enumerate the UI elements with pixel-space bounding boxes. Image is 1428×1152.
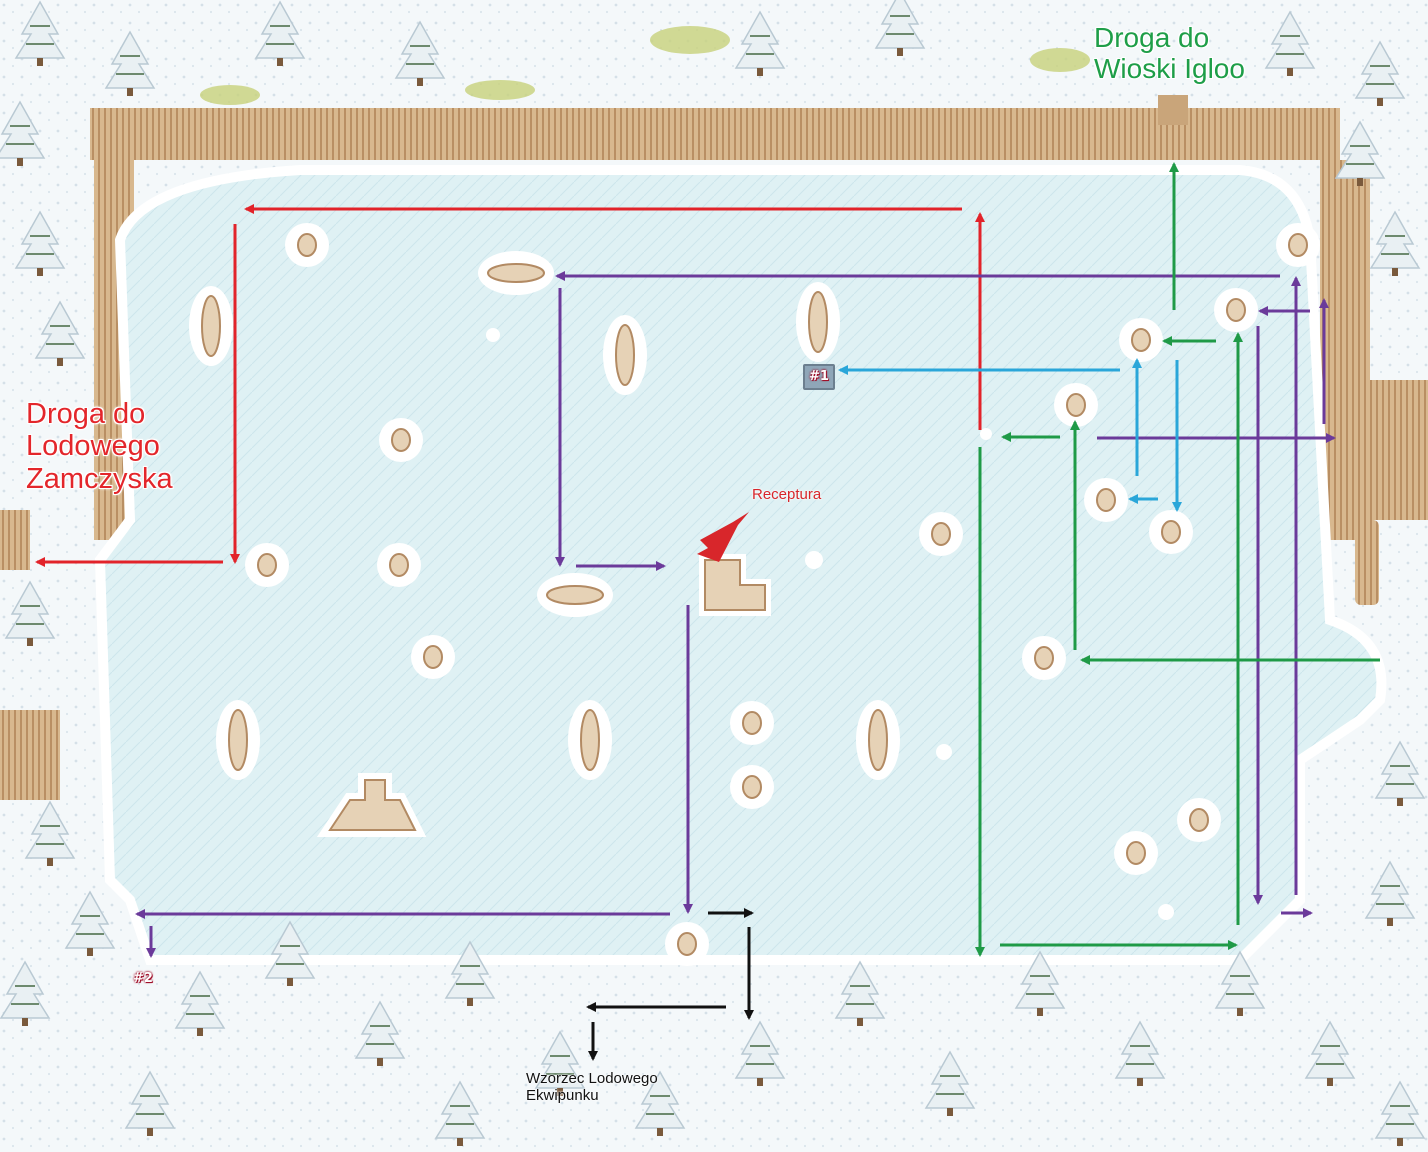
label-lodowe-zamczysko: Droga do Lodowego Zamczyska xyxy=(26,398,173,495)
igloo-exit-path xyxy=(1158,95,1188,125)
route-red xyxy=(35,204,985,567)
snow-piles xyxy=(486,328,1174,920)
label-receptura: Receptura xyxy=(752,486,822,503)
route-green xyxy=(975,162,1380,957)
receptura-pointer xyxy=(697,512,749,562)
bushes xyxy=(200,26,1090,105)
marker-2: #2 xyxy=(133,971,153,986)
route-blue xyxy=(838,358,1182,512)
route-black xyxy=(586,908,754,1061)
top-cliff xyxy=(90,108,1340,160)
label-wioska-igloo: Droga do Wioski Igloo xyxy=(1094,22,1245,85)
label-wzorzec: Wzorzec Lodowego Ekwipunku xyxy=(526,1070,658,1105)
marker-1: #1 xyxy=(803,364,835,390)
